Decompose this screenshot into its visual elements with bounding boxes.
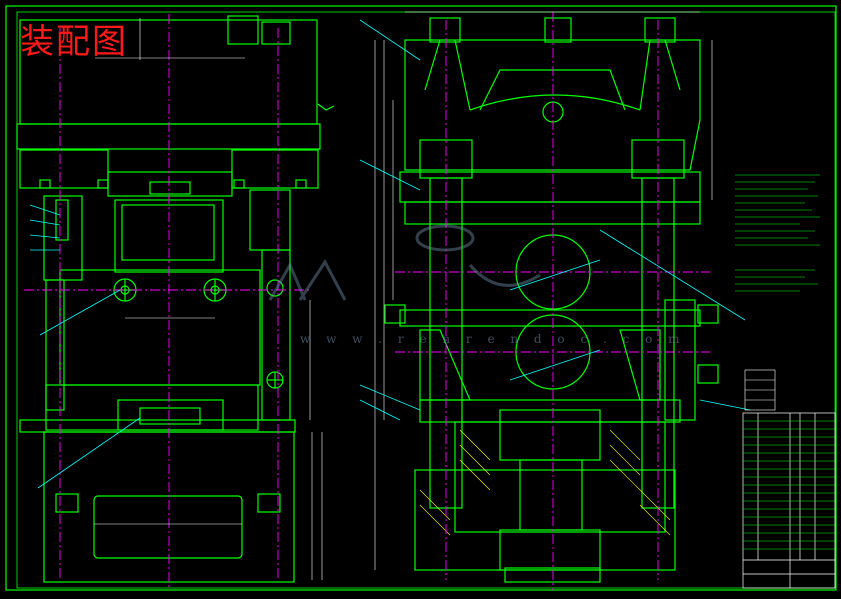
slider-head [107, 171, 233, 197]
technical-notes [735, 174, 820, 292]
left-column [45, 279, 65, 411]
left-column-upper [43, 195, 83, 281]
crown-section [404, 39, 701, 171]
base-window [93, 495, 243, 559]
handwheel-icon [266, 279, 284, 389]
cross-beam-lower [404, 201, 701, 225]
top-nut-mid [544, 17, 572, 43]
front-view [16, 15, 335, 583]
bolt [97, 179, 109, 189]
right-beam-block [231, 149, 319, 189]
die-insert [139, 407, 201, 425]
base-foot-left [55, 493, 79, 513]
base-section [414, 469, 676, 571]
roll-gap-plate [399, 309, 701, 327]
drawing-title: 装配图 [20, 22, 128, 62]
section-centerlines [395, 12, 710, 590]
die-holder [499, 409, 601, 461]
section-view [384, 17, 719, 583]
bolt [233, 179, 245, 189]
bolt [295, 179, 307, 189]
middle-plate [59, 269, 261, 386]
side-lever [317, 103, 335, 111]
crown-arch [469, 94, 641, 111]
right-column-upper [249, 189, 291, 251]
section-leaders [359, 19, 751, 421]
left-beam-block [19, 149, 109, 189]
bolt [39, 179, 51, 189]
left-adjust-screw [384, 304, 406, 324]
watermark-text: w w w . r e n r e n d o c . c o m [300, 332, 686, 346]
renren-logo-icon [268, 224, 541, 301]
top-boss [227, 15, 259, 45]
bed-plate [419, 399, 681, 423]
top-nut-left [429, 17, 461, 43]
section-dimensions [374, 11, 713, 570]
cross-beam [399, 171, 701, 203]
left-stud [55, 199, 69, 241]
front-leaders [29, 204, 141, 489]
crown-flange [16, 123, 321, 150]
base-pocket [499, 529, 601, 571]
connecting-pad [149, 181, 191, 195]
base-foot-right [257, 493, 281, 513]
slider-inner [121, 204, 215, 261]
outer-border [5, 5, 837, 591]
right-column [261, 249, 291, 421]
front-dimensions [94, 18, 323, 580]
section-hatching [419, 429, 671, 536]
lower-housing [454, 421, 666, 533]
top-nut [261, 21, 291, 45]
right-adjust-screw [697, 304, 719, 324]
front-centerlines [24, 14, 310, 590]
base-foot [504, 567, 601, 583]
parts-list-rows [743, 420, 835, 550]
crown-ribs [424, 39, 681, 111]
right-adjust-screw-lower [697, 364, 719, 384]
top-nut-right [644, 17, 676, 43]
parts-list-table [742, 412, 836, 589]
callout-box [744, 369, 776, 411]
die-block [117, 399, 224, 431]
